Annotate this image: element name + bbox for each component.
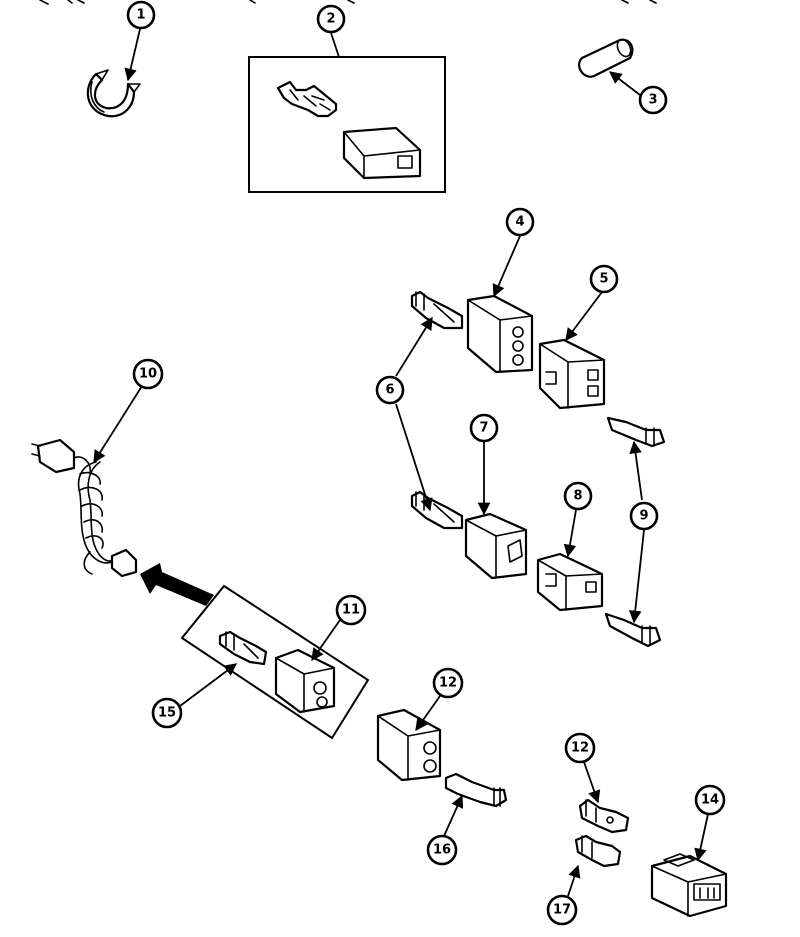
svg-text:2: 2 (326, 12, 335, 27)
leader-12-connector (415, 695, 441, 732)
svg-text:12: 12 (439, 676, 457, 691)
part-4-connector (466, 294, 534, 374)
part-2-frame (248, 56, 446, 193)
part-6-terminal-lower (410, 490, 464, 530)
leader-3 (609, 71, 641, 96)
svg-text:1: 1 (136, 8, 145, 23)
part-11-15-frame (180, 584, 370, 740)
svg-text:12: 12 (571, 741, 589, 756)
svg-text:5: 5 (599, 272, 608, 287)
svg-text:15: 15 (158, 706, 176, 721)
callouts: 1 2 3 4 5 6 7 8 9 10 11 12 12 14 15 16 1… (126, 0, 726, 926)
callout-4: 4 (505, 207, 535, 237)
callout-16: 16 (426, 834, 458, 866)
part-10-cord-assembly (31, 438, 138, 578)
part-5-connector (538, 338, 606, 410)
leader-8 (563, 509, 577, 558)
leader-9a (629, 440, 643, 501)
callout-8: 8 (563, 481, 593, 511)
leader-15 (179, 663, 238, 707)
part-8-connector (536, 552, 604, 612)
leader-6b (395, 403, 433, 512)
top-edge-fragments (39, 0, 657, 5)
leader-2 (330, 32, 340, 58)
callout-9: 9 (629, 501, 659, 531)
part-11-15-kit (180, 584, 370, 740)
svg-text:8: 8 (573, 489, 582, 504)
leader-1 (124, 28, 141, 82)
callout-10: 10 (132, 358, 164, 390)
part-1-clamp (86, 69, 141, 118)
part-17-terminal (574, 834, 622, 868)
callout-12-terminal: 12 (564, 732, 596, 764)
part-7-connector (464, 512, 528, 580)
callout-3: 3 (638, 85, 668, 115)
part-9-terminal-upper (606, 416, 666, 448)
svg-text:17: 17 (553, 903, 571, 918)
svg-text:6: 6 (385, 383, 394, 398)
part-12-connector (376, 708, 442, 782)
svg-text:3: 3 (648, 93, 657, 108)
part-3-sleeve (578, 38, 634, 78)
svg-text:11: 11 (342, 603, 360, 618)
leader-16 (443, 794, 464, 837)
callout-12-connector: 12 (432, 667, 464, 699)
leader-12-terminal (583, 761, 601, 804)
callout-5: 5 (589, 264, 619, 294)
leader-4 (492, 235, 521, 298)
leader-11 (311, 619, 341, 662)
callout-7: 7 (469, 413, 499, 443)
leader-5 (565, 291, 603, 342)
part-16-terminal (444, 772, 508, 808)
svg-text:9: 9 (639, 509, 648, 524)
callout-11: 11 (335, 594, 367, 626)
leader-10 (93, 385, 143, 464)
callout-6: 6 (375, 375, 405, 405)
leader-6a (395, 316, 433, 377)
svg-text:16: 16 (433, 843, 451, 858)
leader-lines (93, 28, 709, 897)
callout-14: 14 (694, 784, 726, 816)
svg-text:14: 14 (701, 793, 719, 808)
leader-9b (628, 529, 645, 624)
leader-17 (567, 864, 581, 897)
part-6-terminal-upper (410, 290, 464, 330)
part-14-housing (650, 853, 728, 918)
callout-2: 2 (316, 4, 346, 34)
svg-text:10: 10 (139, 367, 157, 382)
leader-14 (694, 813, 709, 862)
part-9-terminal-lower (604, 612, 662, 648)
big-direction-arrow (140, 563, 214, 606)
part-12-terminal (578, 798, 630, 834)
svg-text:7: 7 (479, 421, 488, 436)
callout-1: 1 (126, 0, 156, 30)
callout-17: 17 (546, 894, 578, 926)
callout-15: 15 (151, 697, 183, 729)
part-2-terminal-kit (248, 56, 446, 193)
svg-text:4: 4 (515, 215, 524, 230)
